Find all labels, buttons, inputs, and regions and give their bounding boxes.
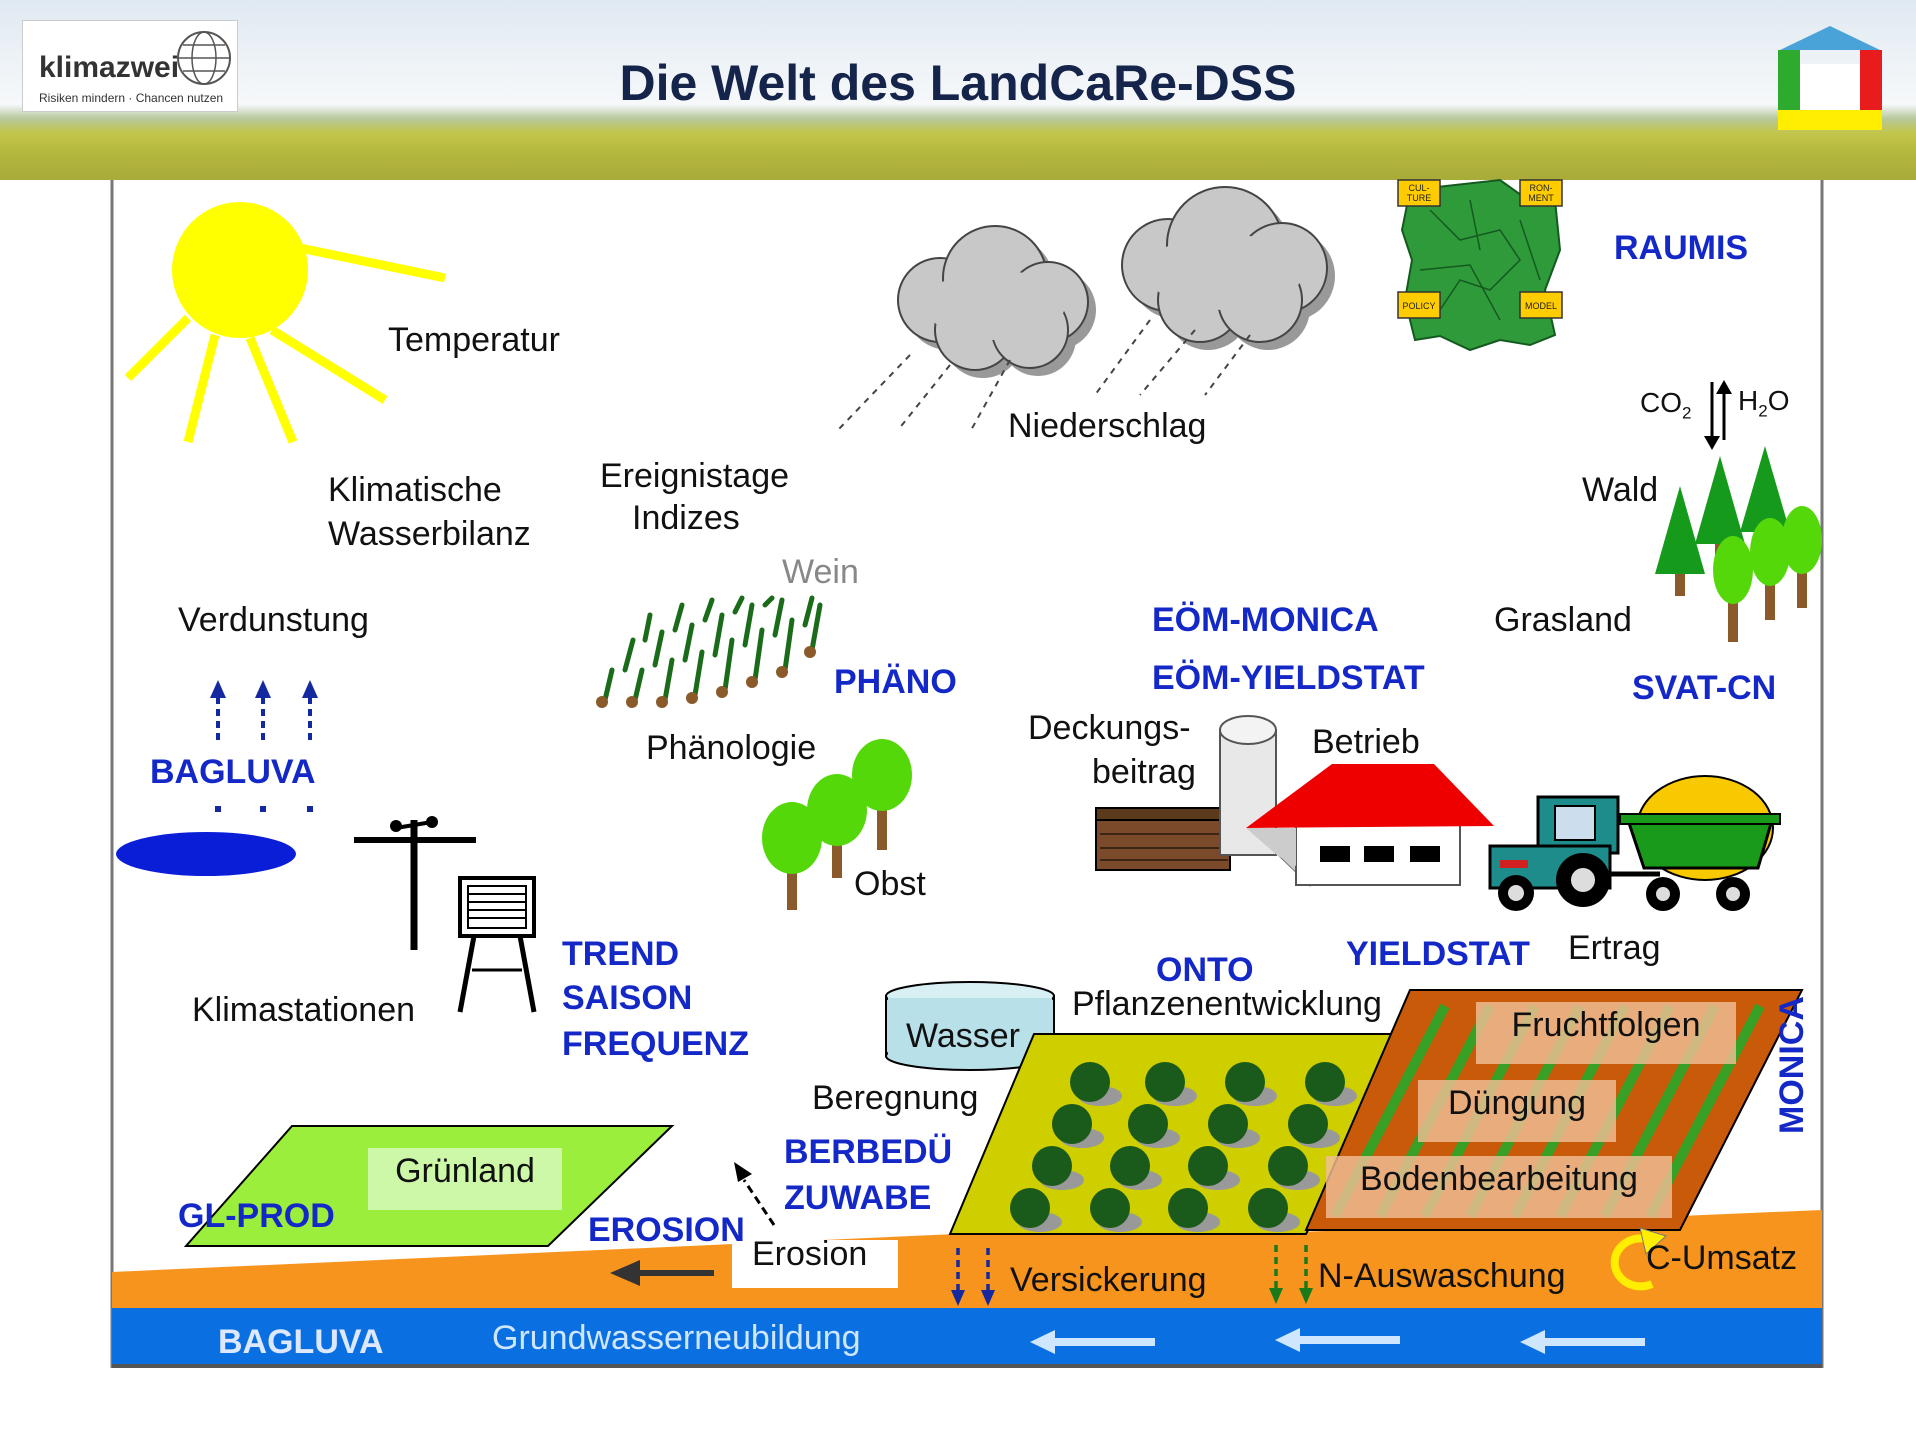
label-verdunstung: Verdunstung	[178, 600, 369, 641]
label-gl-prod: GL-PROD	[178, 1196, 335, 1237]
label-gruenland: Grünland	[368, 1148, 562, 1210]
label-eom-monica: EÖM-MONICA	[1152, 600, 1379, 641]
water-body	[116, 832, 296, 876]
label-bagluva-bottom: BAGLUVA	[218, 1322, 384, 1363]
label-bagluva-top: BAGLUVA	[150, 752, 316, 793]
label-beitrag: beitrag	[1092, 752, 1196, 793]
label-ereignistage: Ereignistage	[600, 456, 789, 497]
label-grundwasser: Grundwasserneubildung	[492, 1318, 861, 1359]
rain-clouds-icon	[838, 187, 1335, 432]
svg-text:POLICY: POLICY	[1402, 301, 1435, 311]
harvest-trailer-icon	[1620, 776, 1780, 911]
label-beregnung: Beregnung	[812, 1078, 978, 1119]
vineyard-icon	[605, 598, 820, 700]
label-klimatische: Klimatische	[328, 470, 502, 511]
label-saison: SAISON	[562, 978, 692, 1019]
label-wein: Wein	[782, 552, 859, 593]
label-betrieb: Betrieb	[1312, 722, 1420, 763]
svg-text:CUL-: CUL-	[1408, 183, 1429, 193]
label-obst: Obst	[854, 864, 926, 905]
label-phaeno: PHÄNO	[834, 662, 957, 703]
label-phaenologie: Phänologie	[646, 728, 816, 769]
label-indizes: Indizes	[632, 498, 740, 539]
label-n-auswaschung: N-Auswaschung	[1318, 1256, 1566, 1297]
svg-text:RON-: RON-	[1530, 183, 1553, 193]
label-trend: TREND	[562, 934, 679, 975]
label-co2: CO2	[1640, 386, 1691, 424]
label-erosion: Erosion	[752, 1234, 867, 1275]
label-klimastationen: Klimastationen	[192, 990, 415, 1031]
label-bodenbearbeitung: Bodenbearbeitung	[1326, 1156, 1672, 1218]
label-h2o: H2O	[1738, 384, 1789, 422]
label-fruchtfolgen: Fruchtfolgen	[1476, 1002, 1736, 1064]
label-versickerung: Versickerung	[1010, 1260, 1207, 1301]
label-ertrag: Ertrag	[1568, 928, 1661, 969]
svg-text:TURE: TURE	[1407, 193, 1432, 203]
label-wald: Wald	[1582, 470, 1658, 511]
label-deckungs: Deckungs-	[1028, 708, 1191, 749]
weather-station-icon	[354, 816, 534, 1012]
label-raumis: RAUMIS	[1614, 228, 1748, 269]
label-eom-yieldstat: EÖM-YIELDSTAT	[1152, 658, 1425, 699]
label-wasser: Wasser	[906, 1016, 1020, 1057]
label-pflanzenentwicklung: Pflanzenentwicklung	[1072, 984, 1382, 1025]
label-svat-cn: SVAT-CN	[1632, 668, 1776, 709]
label-niederschlag: Niederschlag	[1008, 406, 1206, 447]
label-frequenz: FREQUENZ	[562, 1024, 749, 1065]
label-yieldstat: YIELDSTAT	[1346, 934, 1530, 975]
label-berbedue: BERBEDÜ	[784, 1132, 952, 1173]
label-temperatur: Temperatur	[388, 320, 560, 361]
label-wasserbilanz: Wasserbilanz	[328, 514, 531, 555]
label-monica: MONICA	[1772, 996, 1813, 1134]
label-zuwabe: ZUWABE	[784, 1178, 931, 1219]
evaporation-arrows	[218, 694, 310, 740]
svg-text:MODEL: MODEL	[1525, 301, 1557, 311]
label-grasland: Grasland	[1494, 600, 1632, 641]
germany-map-icon: CUL- TURE RON- MENT POLICY MODEL	[1398, 180, 1562, 350]
svg-text:MENT: MENT	[1528, 193, 1554, 203]
co2-h2o-exchange-arrows	[1704, 380, 1732, 450]
label-duengung: Düngung	[1418, 1080, 1616, 1142]
label-erosion-model: EROSION	[588, 1210, 745, 1251]
label-c-umsatz: C-Umsatz	[1646, 1238, 1797, 1279]
forest-icon	[1655, 446, 1822, 642]
